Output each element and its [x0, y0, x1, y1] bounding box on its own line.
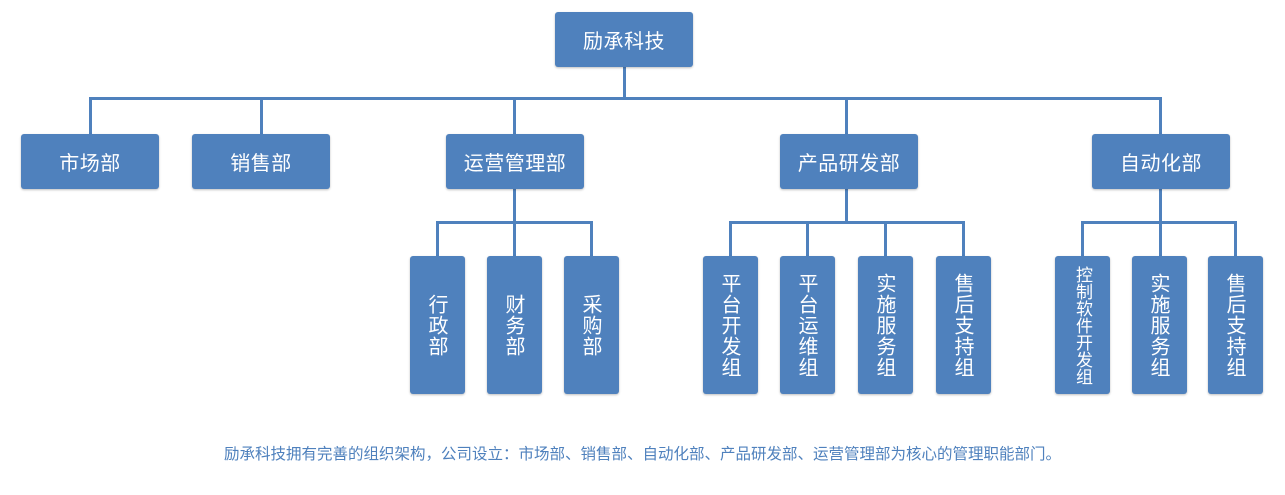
subdept-node-rd-platform-ops: 平台运维组	[780, 256, 835, 394]
subdept-node-ops-finance: 财务部	[487, 256, 542, 394]
caption-text: 励承科技拥有完善的组织架构，公司设立：市场部、销售部、自动化部、产品研发部、运营…	[223, 445, 1061, 463]
connector-line	[1159, 97, 1162, 134]
connector-line	[845, 97, 848, 134]
dept-node-auto: 自动化部	[1092, 134, 1230, 189]
dept-node-market: 市场部	[21, 134, 159, 189]
connector-line	[513, 221, 516, 257]
subdept-node-rd-implementation: 实施服务组	[858, 256, 913, 394]
subdept-node-auto-implementation: 实施服务组	[1132, 256, 1187, 394]
subdept-node-ops-procurement: 采购部	[564, 256, 619, 394]
connector-line	[962, 221, 965, 257]
connector-line	[1081, 221, 1084, 257]
subdept-node-rd-platform-dev: 平台开发组	[703, 256, 758, 394]
connector-line	[729, 221, 965, 224]
connector-line	[436, 221, 439, 257]
connector-line	[89, 97, 1162, 100]
connector-line	[513, 188, 516, 223]
subdept-node-rd-support: 售后支持组	[936, 256, 991, 394]
dept-node-ops: 运营管理部	[446, 134, 584, 189]
connector-line	[1159, 221, 1162, 257]
connector-line	[513, 97, 516, 134]
connector-line	[1159, 188, 1162, 223]
subdept-node-ops-admin: 行政部	[410, 256, 465, 394]
org-root-node: 励承科技	[555, 12, 693, 67]
connector-line	[89, 97, 92, 134]
subdept-node-auto-support: 售后支持组	[1208, 256, 1263, 394]
connector-line	[845, 188, 848, 223]
connector-line	[729, 221, 732, 257]
connector-line	[260, 97, 263, 134]
connector-line	[590, 221, 593, 257]
connector-line	[884, 221, 887, 257]
dept-node-rd: 产品研发部	[780, 134, 918, 189]
dept-node-sales: 销售部	[192, 134, 330, 189]
connector-line	[806, 221, 809, 257]
connector-line	[623, 66, 626, 99]
connector-line	[1234, 221, 1237, 257]
subdept-node-auto-control-software: 控制软件开发组	[1055, 256, 1110, 394]
